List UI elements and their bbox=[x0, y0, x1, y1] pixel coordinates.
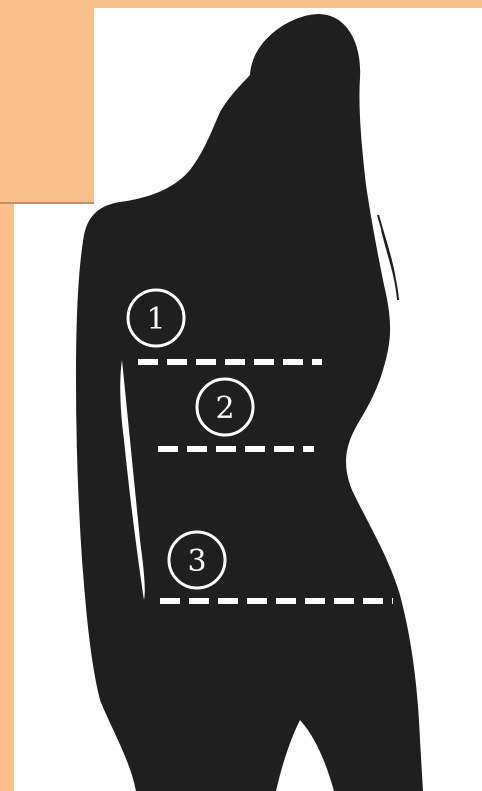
marker-2-number: 2 bbox=[215, 391, 234, 426]
marker-3-number: 3 bbox=[187, 544, 206, 579]
marker-1-number: 1 bbox=[146, 302, 165, 337]
body-silhouette bbox=[76, 14, 423, 791]
